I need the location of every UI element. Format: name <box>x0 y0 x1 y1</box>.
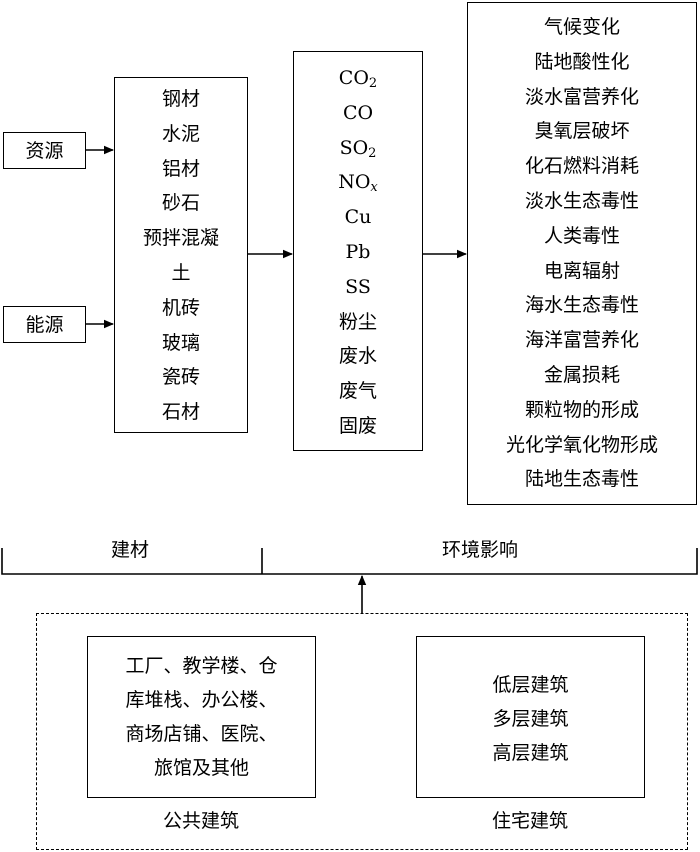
resources-box: 资源 <box>3 132 86 169</box>
emission-base: 粉尘 <box>338 310 377 333</box>
emission-item: SS <box>294 270 422 305</box>
emission-item: CO2 <box>294 61 422 96</box>
impact-item: 海水生态毒性 <box>524 294 639 317</box>
impact-item: 气候变化 <box>543 16 620 38</box>
material-item: 瓷砖 <box>161 366 200 389</box>
emission-base: 废气 <box>338 380 377 403</box>
public-building-line: 旅馆及其他 <box>153 757 249 779</box>
building-types-container <box>36 613 688 850</box>
material-item: 钢材 <box>161 88 200 110</box>
impact-item: 人类毒性 <box>543 224 620 247</box>
impact-item: 臭氧层破坏 <box>534 120 630 143</box>
public-buildings-text: 工厂、教学楼、仓 库堆栈、办公楼、 商场店铺、医院、 旅馆及其他 <box>88 649 315 785</box>
materials-box: 钢材 水泥 铝材 砂石 预拌混凝 土 机砖 玻璃 瓷砖 石材 <box>114 77 248 433</box>
emission-base: CO <box>342 101 374 124</box>
emission-item: 废气 <box>294 374 422 409</box>
resources-label: 资源 <box>25 140 64 162</box>
impact-item: 电离辐射 <box>543 259 620 282</box>
material-item: 铝材 <box>161 157 200 180</box>
impacts-list: 气候变化 陆地酸性化 淡水富营养化 臭氧层破坏 化石燃料消耗 淡水生态毒性 人类… <box>468 10 696 497</box>
emission-item: CO <box>294 96 422 131</box>
emission-item: SO2 <box>294 131 422 166</box>
impact-item: 颗粒物的形成 <box>524 398 639 421</box>
material-item: 玻璃 <box>161 331 200 354</box>
emission-item: 固废 <box>294 409 422 444</box>
emission-base: Cu <box>344 206 372 229</box>
impact-item: 化石燃料消耗 <box>524 155 639 178</box>
emission-base: NO <box>338 171 371 194</box>
public-building-line: 库堆栈、办公楼、 <box>125 689 278 711</box>
residential-buildings-box: 低层建筑 多层建筑 高层建筑 <box>416 636 645 798</box>
material-item: 机砖 <box>161 296 200 319</box>
impact-item: 海洋富营养化 <box>524 329 639 352</box>
public-building-line: 工厂、教学楼、仓 <box>125 655 278 677</box>
material-item: 预拌混凝 <box>142 227 219 250</box>
emission-item: 粉尘 <box>294 305 422 340</box>
emission-sub: 2 <box>368 145 377 161</box>
residential-building-line: 高层建筑 <box>492 742 569 764</box>
emissions-list: CO2 CO SO2 NOx Cu Pb SS 粉尘 废水 废气 固废 <box>294 61 422 444</box>
material-item: 土 <box>171 261 191 284</box>
material-item: 砂石 <box>161 192 200 215</box>
emission-sub: x <box>370 180 378 196</box>
materials-list: 钢材 水泥 铝材 砂石 预拌混凝 土 机砖 玻璃 瓷砖 石材 <box>115 82 247 430</box>
impacts-box: 气候变化 陆地酸性化 淡水富营养化 臭氧层破坏 化石燃料消耗 淡水生态毒性 人类… <box>467 2 697 505</box>
emission-base: 固废 <box>338 414 377 437</box>
emission-sub: 2 <box>368 76 378 91</box>
impact-item: 金属损耗 <box>543 363 620 386</box>
bracket-left-label: 建材 <box>110 539 149 561</box>
energy-box: 能源 <box>3 306 86 343</box>
bracket-line <box>1 548 698 575</box>
impact-item: 陆地生态毒性 <box>524 468 639 491</box>
material-item: 石材 <box>161 401 200 424</box>
public-buildings-box: 工厂、教学楼、仓 库堆栈、办公楼、 商场店铺、医院、 旅馆及其他 <box>87 636 316 798</box>
residential-building-line: 低层建筑 <box>492 674 569 696</box>
emissions-box: CO2 CO SO2 NOx Cu Pb SS 粉尘 废水 废气 固废 <box>293 51 423 451</box>
residential-building-line: 多层建筑 <box>492 708 569 730</box>
residential-buildings-caption: 住宅建筑 <box>491 810 568 832</box>
impact-item: 淡水生态毒性 <box>524 189 639 212</box>
emission-base: SS <box>345 275 371 298</box>
emission-item: Cu <box>294 200 422 235</box>
emission-item: Pb <box>294 235 422 270</box>
emission-item: NOx <box>294 165 422 200</box>
emission-base: 废水 <box>338 345 377 368</box>
public-building-line: 商场店铺、医院、 <box>125 723 278 745</box>
public-buildings-caption: 公共建筑 <box>162 810 239 832</box>
material-item: 水泥 <box>161 122 200 145</box>
bracket-right-label: 环境影响 <box>441 539 518 561</box>
emission-base: SO <box>339 136 369 159</box>
emission-item: 废水 <box>294 339 422 374</box>
emission-base: Pb <box>345 240 371 263</box>
impact-item: 光化学氧化物形成 <box>505 433 658 456</box>
residential-buildings-text: 低层建筑 多层建筑 高层建筑 <box>417 668 644 770</box>
impact-item: 陆地酸性化 <box>534 50 630 73</box>
impact-item: 淡水富营养化 <box>524 85 639 108</box>
energy-label: 能源 <box>25 314 64 336</box>
emission-base: CO <box>338 67 369 89</box>
